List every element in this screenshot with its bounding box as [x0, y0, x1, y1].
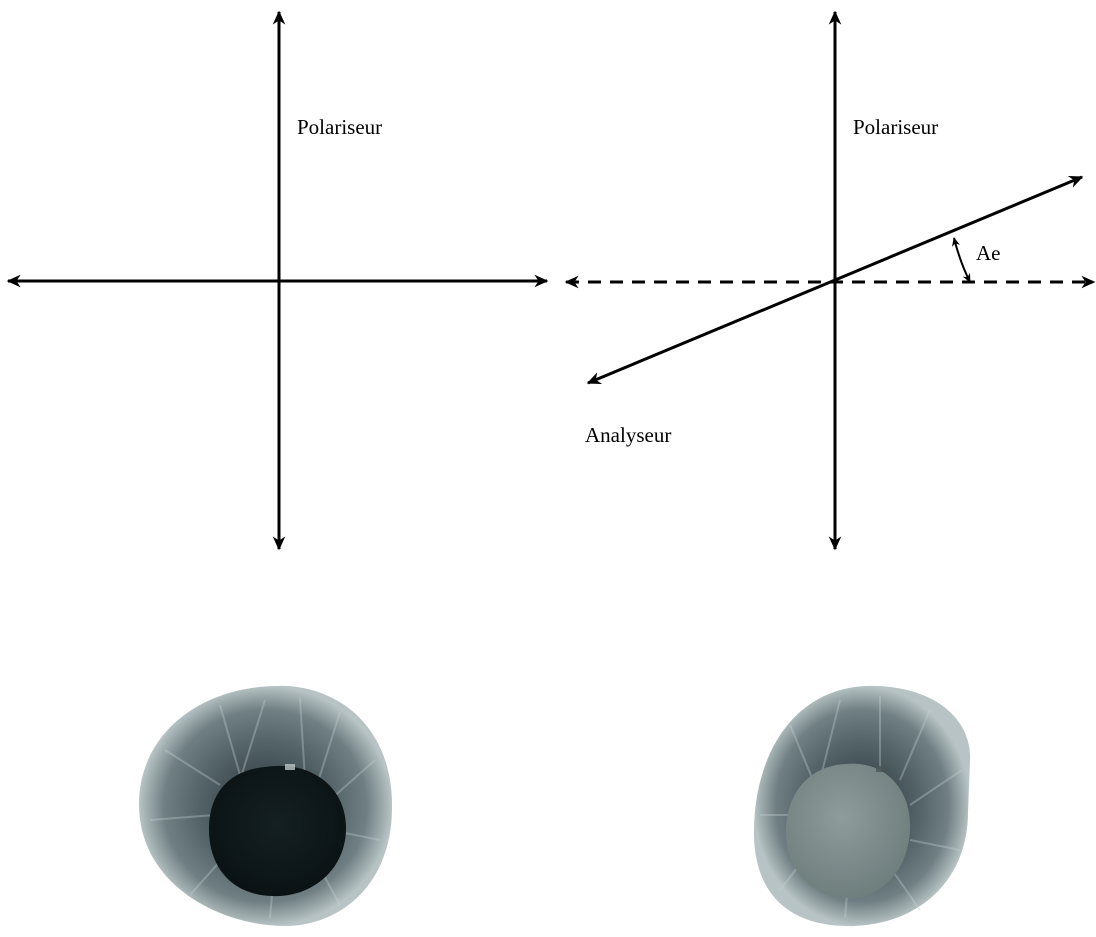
right-axes: Polariseur Analyseur Ae	[564, 10, 1096, 551]
analyzer-label: Analyseur	[585, 423, 671, 447]
left-axes: Polariseur	[6, 10, 549, 551]
right-micrograph-core	[785, 763, 911, 898]
right-micrograph	[753, 685, 971, 927]
angle-label: Ae	[976, 241, 1001, 265]
right-analyzer-axis	[586, 175, 1084, 385]
left-micrograph	[139, 685, 393, 926]
right-polarizer-label: Polariseur	[853, 115, 938, 139]
left-micrograph-cut	[285, 764, 295, 770]
left-polarizer-label: Polariseur	[297, 115, 382, 139]
left-micrograph-core	[208, 765, 347, 897]
angle-arc	[952, 237, 971, 283]
right-micrograph-mark	[876, 766, 888, 772]
